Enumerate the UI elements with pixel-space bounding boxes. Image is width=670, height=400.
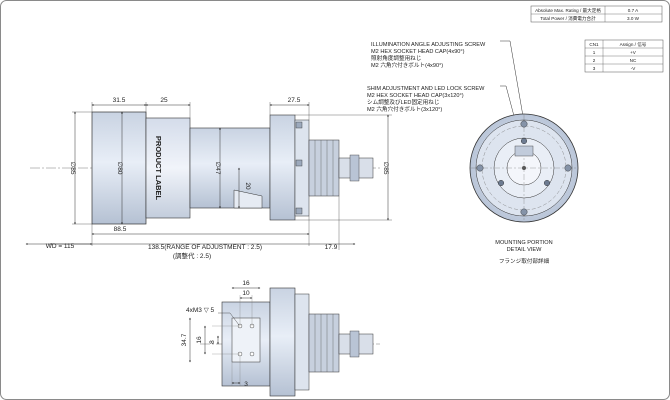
dimension-34-7: 34.7 <box>181 317 191 363</box>
dimension-label: 10 <box>242 290 250 297</box>
dimension-range: 138.5(RANGE OF ADJUSTMENT : 2.5) (調整代 : … <box>49 243 356 260</box>
product-label-text: PRODUCT LABEL <box>154 136 163 201</box>
working-distance: WD = 115 <box>25 243 93 250</box>
dimension-label: 3 <box>244 381 248 388</box>
pin-assignment-table: CN1 Assign / 信号 1 +V 2 NC 3 -V <box>584 39 664 73</box>
dimension-25: 25 <box>145 97 191 118</box>
dimension-label: 31.5 <box>113 97 126 104</box>
callout-line: ILLUMINATION ANGLE ADJUSTING SCREW <box>371 42 486 48</box>
dimension-27-5: 27.5 <box>269 97 310 120</box>
spec-value-max-rating: 0.7 A <box>628 8 639 13</box>
dimension-label: ∅85 <box>69 162 76 175</box>
dimension-label: (調整代 : 2.5) <box>173 251 211 260</box>
dimension-label: 34.7 <box>181 333 188 346</box>
dimension-diameter-85-left: ∅85 <box>69 111 92 225</box>
dimension-20: 20 <box>238 167 251 209</box>
dimension-label: ∅80 <box>116 162 123 175</box>
dimension-17-9: 17.9 <box>325 196 340 251</box>
callout-line: SHIM ADJUSTMENT AND LED LOCK SCREW <box>367 86 485 92</box>
detail-view-title: MOUNTING PORTION <box>495 240 552 246</box>
pin-number: 3 <box>593 66 596 71</box>
pin-signal: +V <box>630 50 637 55</box>
tapped-hole-icon <box>249 351 255 357</box>
dimension-label: 25 <box>160 97 168 104</box>
dimension-16-vertical: 16 <box>196 325 206 355</box>
callout-line: M2 六角穴付きボルト(4x90°) <box>371 61 443 69</box>
dimension-label: 20 <box>244 182 251 190</box>
pin-signal: NC <box>630 58 637 63</box>
pin-signal: -V <box>631 66 637 71</box>
pin-number: 2 <box>593 58 596 63</box>
mounting-flange <box>269 114 296 221</box>
dimension-label: ∅85 <box>382 162 389 175</box>
dimension-label: 88.5 <box>114 226 127 233</box>
spec-table: Absolute Max. Rating / 最大定格 0.7 A Total … <box>530 5 663 23</box>
screw-icon <box>498 179 505 186</box>
dimension-diameter-47: ∅47 <box>214 127 221 209</box>
detail-view-title: DETAIL VIEW <box>507 247 543 253</box>
illumination-screw-callout: ILLUMINATION ANGLE ADJUSTING SCREW M2 HE… <box>371 40 525 123</box>
dimension-8: 8 <box>209 325 240 355</box>
lens-body <box>91 111 147 225</box>
pin-header-assign: Assign / 信号 <box>620 41 647 48</box>
callout-line: M2 HEX SOCKET HEAD CAP(3x120°) <box>367 93 464 99</box>
screw-icon <box>564 164 572 172</box>
bottom-view: 4xM3 ▽ 5 16 10 34.7 16 8 <box>181 280 380 397</box>
dimension-diameter-85-right: ∅85 <box>295 114 392 221</box>
dimension-label: WD = 115 <box>46 243 75 250</box>
dimension-label: 8 <box>209 340 216 344</box>
hole-note: 4xM3 ▽ 5 <box>186 307 215 314</box>
mounting-detail-view: MOUNTING PORTION DETAIL VIEW フランジ取付部詳細 <box>469 113 579 265</box>
screw-icon <box>521 137 528 144</box>
dimension-88-5: 88.5 <box>91 216 310 246</box>
spec-label-max-rating: Absolute Max. Rating / 最大定格 <box>535 7 601 14</box>
dimension-label: ∅47 <box>214 162 221 175</box>
hole-callout: 4xM3 ▽ 5 <box>186 307 240 326</box>
callout-line: 照射角度調整用ねじ <box>371 54 421 62</box>
dimension-diameter-80: ∅80 <box>116 111 123 225</box>
dimension-label: 138.5(RANGE OF ADJUSTMENT : 2.5) <box>148 244 262 251</box>
product-label-band <box>145 117 191 219</box>
callout-line: M2 HEX SOCKET HEAD CAP(4x90°) <box>371 49 465 55</box>
dimension-label: 16 <box>196 336 203 344</box>
dimension-16: 16 <box>231 280 261 289</box>
pin-number: 1 <box>593 50 596 55</box>
dimension-3: 3 <box>231 356 248 388</box>
detail-view-title-jp: フランジ取付部詳細 <box>499 257 550 265</box>
mounting-pad <box>231 317 261 363</box>
callout-line: シム調整及びLED固定用ねじ <box>367 98 439 106</box>
spec-value-total-power: 3.0 W <box>627 16 640 21</box>
screw-icon <box>520 120 528 128</box>
side-view: PRODUCT LABEL 31.5 25 27.5 ∅85 <box>25 97 392 260</box>
pin-header-cn1: CN1 <box>589 42 599 47</box>
callout-line: M2 六角穴付きボルト(3x120°) <box>367 105 442 113</box>
dimension-label: 17.9 <box>325 244 338 251</box>
screw-icon <box>544 179 551 186</box>
dimension-label: 27.5 <box>288 97 301 104</box>
dimension-10: 10 <box>239 290 253 326</box>
spec-label-total-power: Total Power / 消費電力合計 <box>540 15 596 22</box>
screw-icon <box>476 164 484 172</box>
screw-icon <box>520 208 528 216</box>
dimension-label: 16 <box>242 280 250 287</box>
